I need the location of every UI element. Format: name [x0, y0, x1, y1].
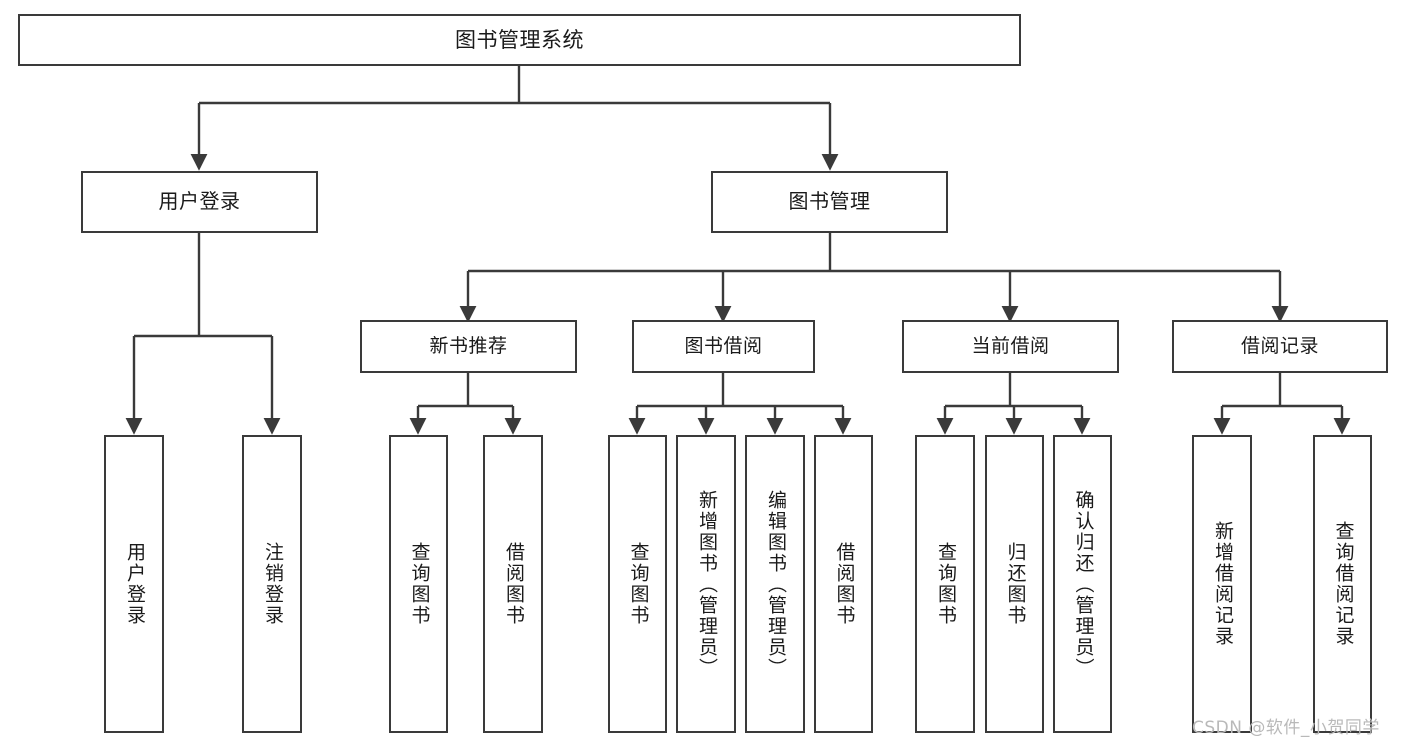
leaf-borrow-record-query-record[interactable]: 查询借阅记录 [1313, 435, 1372, 733]
node-label: 借阅记录 [1240, 335, 1319, 358]
node-user-login[interactable]: 用户登录 [81, 171, 318, 233]
node-label: 当前借阅 [971, 335, 1050, 358]
node-label: 借阅图书 [833, 542, 856, 626]
csdn-watermark: CSDN @软件_小贺同学 [1192, 718, 1380, 738]
leaf-current-borrow-confirm-return-admin[interactable]: 确认归还（管理员） [1053, 435, 1112, 733]
leaf-borrow-record-add-record[interactable]: 新增借阅记录 [1192, 435, 1252, 733]
node-label: 用户登录 [158, 189, 241, 214]
node-label: 注销登录 [261, 542, 284, 626]
node-book-borrowing[interactable]: 图书借阅 [632, 320, 815, 373]
node-root-book-management-system[interactable]: 图书管理系统 [18, 14, 1021, 66]
node-label: 查询借阅记录 [1332, 521, 1355, 647]
node-label: 查询图书 [408, 542, 431, 626]
node-label: 新增图书（管理员） [695, 489, 718, 679]
node-label: 新书推荐 [429, 335, 508, 358]
node-label: 查询图书 [627, 542, 650, 626]
node-label: 编辑图书（管理员） [764, 489, 787, 679]
leaf-new-book-query-books[interactable]: 查询图书 [389, 435, 448, 733]
node-new-book-recommendation[interactable]: 新书推荐 [360, 320, 577, 373]
node-label: 图书借阅 [684, 335, 763, 358]
node-label: 确认归还（管理员） [1072, 489, 1095, 679]
node-label: 用户登录 [123, 542, 146, 626]
leaf-new-book-borrow-books[interactable]: 借阅图书 [483, 435, 543, 733]
leaf-book-borrow-edit-book-admin[interactable]: 编辑图书（管理员） [745, 435, 805, 733]
node-borrowing-record[interactable]: 借阅记录 [1172, 320, 1388, 373]
node-label: 图书管理 [788, 189, 871, 214]
node-current-borrowing[interactable]: 当前借阅 [902, 320, 1119, 373]
node-label: 归还图书 [1004, 542, 1027, 626]
leaf-current-borrow-query-books[interactable]: 查询图书 [915, 435, 975, 733]
leaf-user-login-sign-out[interactable]: 注销登录 [242, 435, 302, 733]
leaf-book-borrow-borrow-books[interactable]: 借阅图书 [814, 435, 873, 733]
node-book-management[interactable]: 图书管理 [711, 171, 948, 233]
node-label: 借阅图书 [502, 542, 525, 626]
leaf-current-borrow-return-books[interactable]: 归还图书 [985, 435, 1044, 733]
node-label: 查询图书 [934, 542, 957, 626]
node-label: 图书管理系统 [455, 27, 584, 52]
node-label: 新增借阅记录 [1211, 521, 1234, 647]
leaf-book-borrow-add-book-admin[interactable]: 新增图书（管理员） [676, 435, 736, 733]
leaf-book-borrow-query-books[interactable]: 查询图书 [608, 435, 667, 733]
leaf-user-login-sign-in[interactable]: 用户登录 [104, 435, 164, 733]
